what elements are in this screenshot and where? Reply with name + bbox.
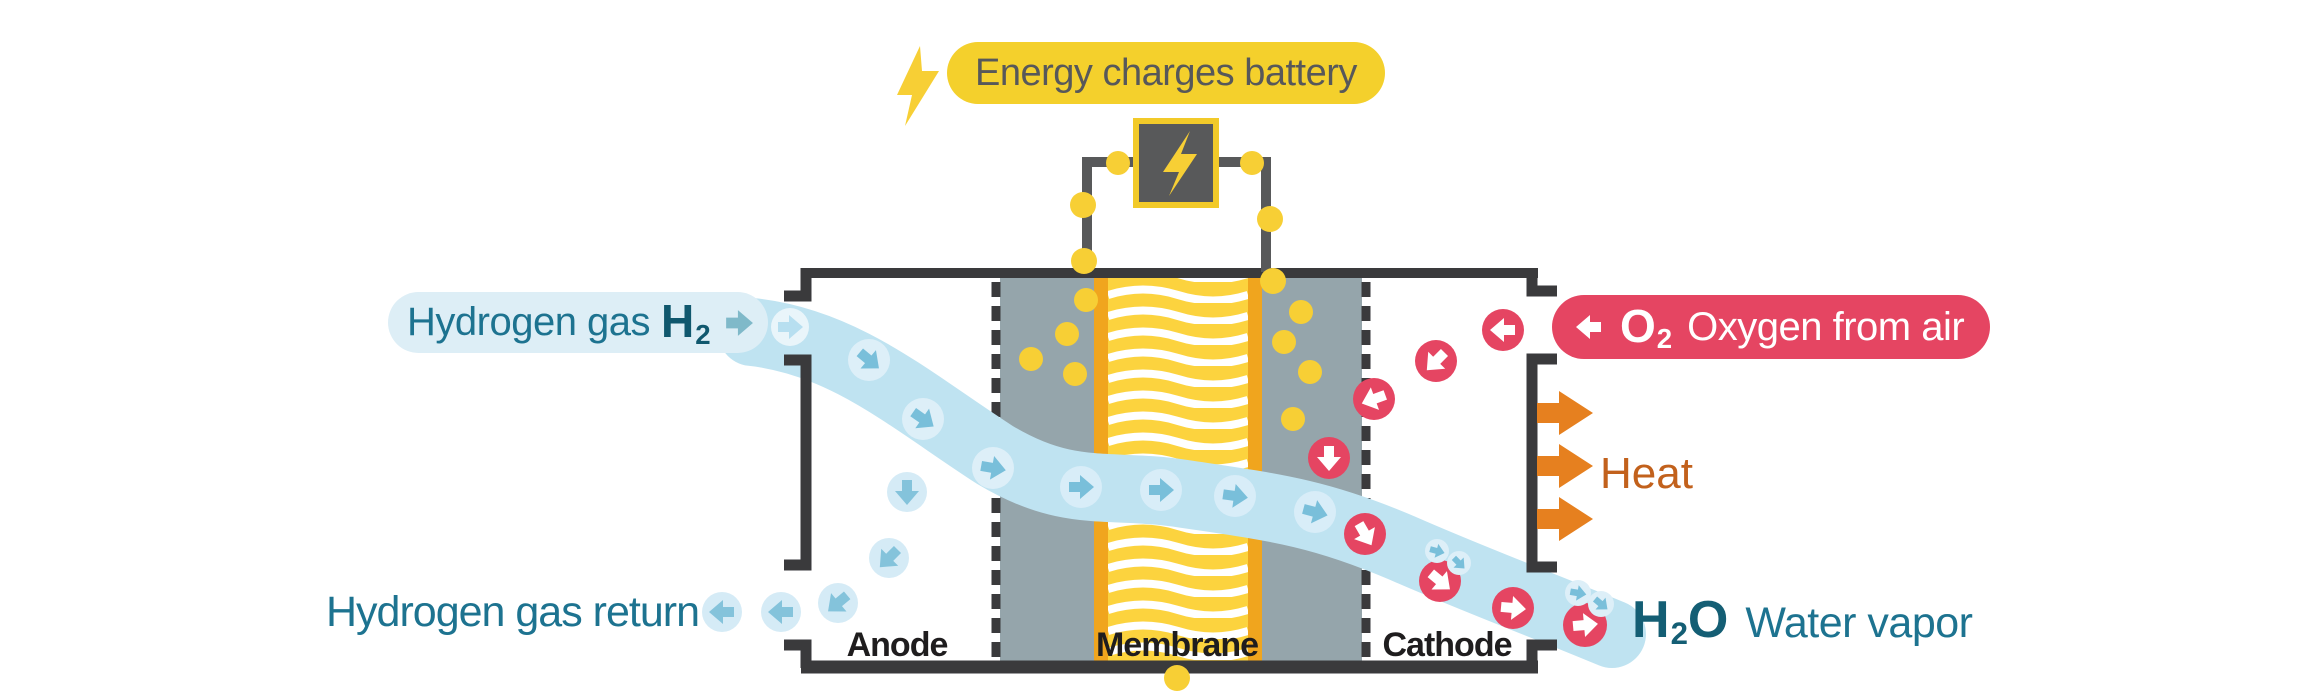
energy-badge-label: Energy charges battery (975, 51, 1357, 94)
heat-label: Heat (1600, 449, 1693, 498)
right-wall-top (1526, 268, 1557, 297)
energy-badge: Energy charges battery (947, 42, 1385, 104)
lightning-bolt-icon (1163, 131, 1197, 196)
lightning-bolt-icon (897, 46, 939, 126)
hydrogen-return-label: Hydrogen gas return (326, 588, 700, 636)
left-wall-bottom (784, 639, 812, 668)
hydrogen-formula: H2 (661, 295, 711, 350)
electron-dots-electrode (1019, 288, 1322, 691)
water-molecule-markers (1425, 539, 1614, 617)
hydrogen-return-bubbles (702, 472, 927, 632)
membrane-label: Membrane (1095, 626, 1259, 664)
hydrogen-flow-band (718, 298, 1646, 668)
right-wall-middle (1526, 353, 1557, 573)
hydrogen-inlet-text: Hydrogen gas (407, 300, 651, 344)
cathode-label: Cathode (1382, 626, 1513, 664)
heat-arrows (1537, 391, 1593, 541)
hydrogen-inlet-label: Hydrogen gas H2 (388, 292, 768, 353)
oxygen-formula: O2 (1620, 299, 1673, 355)
oxygen-inlet-text: Oxygen from air (1687, 304, 1965, 349)
heat-arrow-icon (1537, 497, 1593, 541)
proton-bubbles (1060, 466, 1336, 533)
left-wall-top (784, 268, 812, 302)
heat-arrow-icon (1537, 391, 1593, 435)
arrow-left-icon (1576, 315, 1601, 339)
arrow-right-icon (725, 309, 753, 336)
circuit (1070, 118, 1286, 294)
electrode-dashed-separators (991, 282, 1371, 662)
right-wall-bottom (1526, 639, 1557, 668)
water-vapor-label: H2O Water vapor (1632, 590, 1973, 652)
heat-arrow-icon (1537, 444, 1593, 488)
anode-label: Anode (846, 626, 949, 664)
electron-dots-circuit (1070, 151, 1286, 294)
membrane-border-right (1248, 278, 1262, 662)
hydrogen-molecule-bubbles (771, 308, 1014, 489)
oxygen-inlet-label: O2 Oxygen from air (1552, 295, 1991, 359)
water-vapor-text: Water vapor (1745, 599, 1973, 647)
left-wall-middle (784, 354, 812, 571)
water-formula: H2O (1632, 591, 1729, 651)
cell-frame (784, 268, 1557, 674)
